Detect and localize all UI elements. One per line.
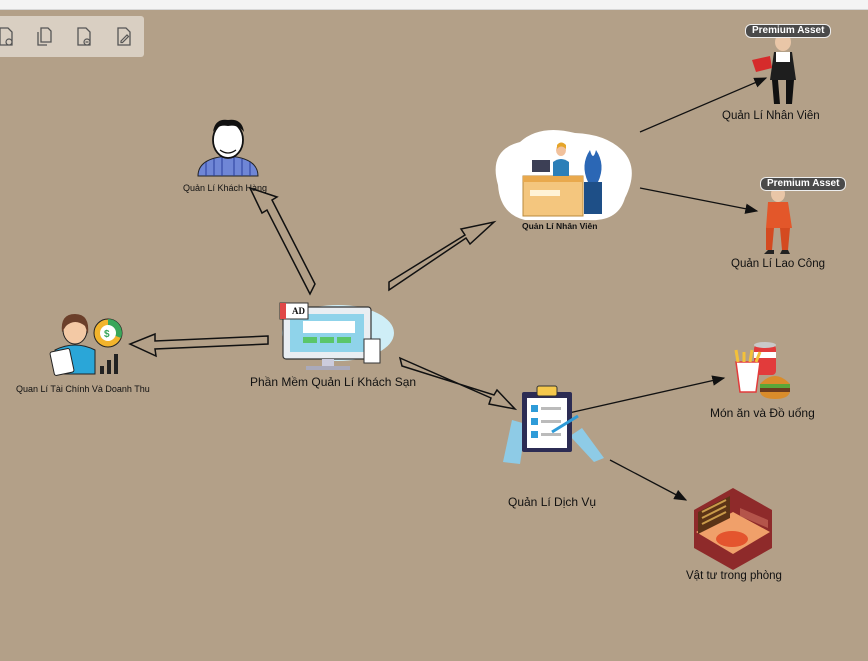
- waiter-icon: [752, 33, 796, 104]
- software-center-label: Phần Mềm Quản Lí Khách Sạn: [250, 375, 417, 389]
- premium-asset-badge: Premium Asset: [760, 177, 847, 191]
- duplicate-page-icon[interactable]: [34, 26, 54, 48]
- arrow-to-service-hub: [398, 356, 518, 411]
- arrow-to-customer: [248, 186, 316, 296]
- employee-management-label: Quản Lí Nhân Viên: [722, 110, 820, 122]
- software-computer-icon: [279, 302, 394, 370]
- room-supplies-label: Vật tư trong phòng: [686, 570, 782, 582]
- staff-hub-label: Quản Lí Nhân Viên: [522, 221, 598, 231]
- arrow-staff-to-employee: [639, 77, 768, 133]
- food-drink-label: Món ăn và Đồ uống: [710, 406, 815, 420]
- cleaner-worker-icon: [764, 186, 792, 254]
- cleaner-management-label: Quản Lí Lao Công: [731, 258, 825, 270]
- page-toolbar: [0, 16, 144, 57]
- arrow-service-to-food: [559, 375, 726, 416]
- premium-asset-badge: Premium Asset: [745, 24, 832, 38]
- service-clipboard-icon: [503, 385, 604, 464]
- arrow-staff-to-cleaner: [639, 187, 759, 214]
- customer-management-label: Quản Lí Khách Hàng: [183, 183, 268, 193]
- room-supplies-icon: [694, 488, 772, 570]
- arrow-service-to-supplies: [609, 459, 688, 501]
- service-hub-label: Quản Lí Dịch Vụ: [508, 495, 597, 509]
- top-window-bar: [0, 0, 868, 10]
- customer-person-icon: [197, 119, 259, 177]
- svg-text:$: $: [104, 329, 110, 340]
- finance-management-label: Quan Lí Tài Chính Và Doanh Thu: [16, 384, 150, 394]
- edit-page-icon[interactable]: [114, 26, 134, 48]
- delete-page-icon[interactable]: [74, 26, 94, 48]
- arrow-to-staff-hub: [388, 220, 497, 292]
- food-drink-icon: [734, 342, 790, 399]
- reception-desk-icon: [495, 130, 632, 221]
- admin-badge: AD: [292, 306, 305, 316]
- finance-woman-icon: $: [49, 314, 123, 376]
- arrow-to-finance: [128, 332, 269, 358]
- page-settings-icon[interactable]: [0, 26, 16, 48]
